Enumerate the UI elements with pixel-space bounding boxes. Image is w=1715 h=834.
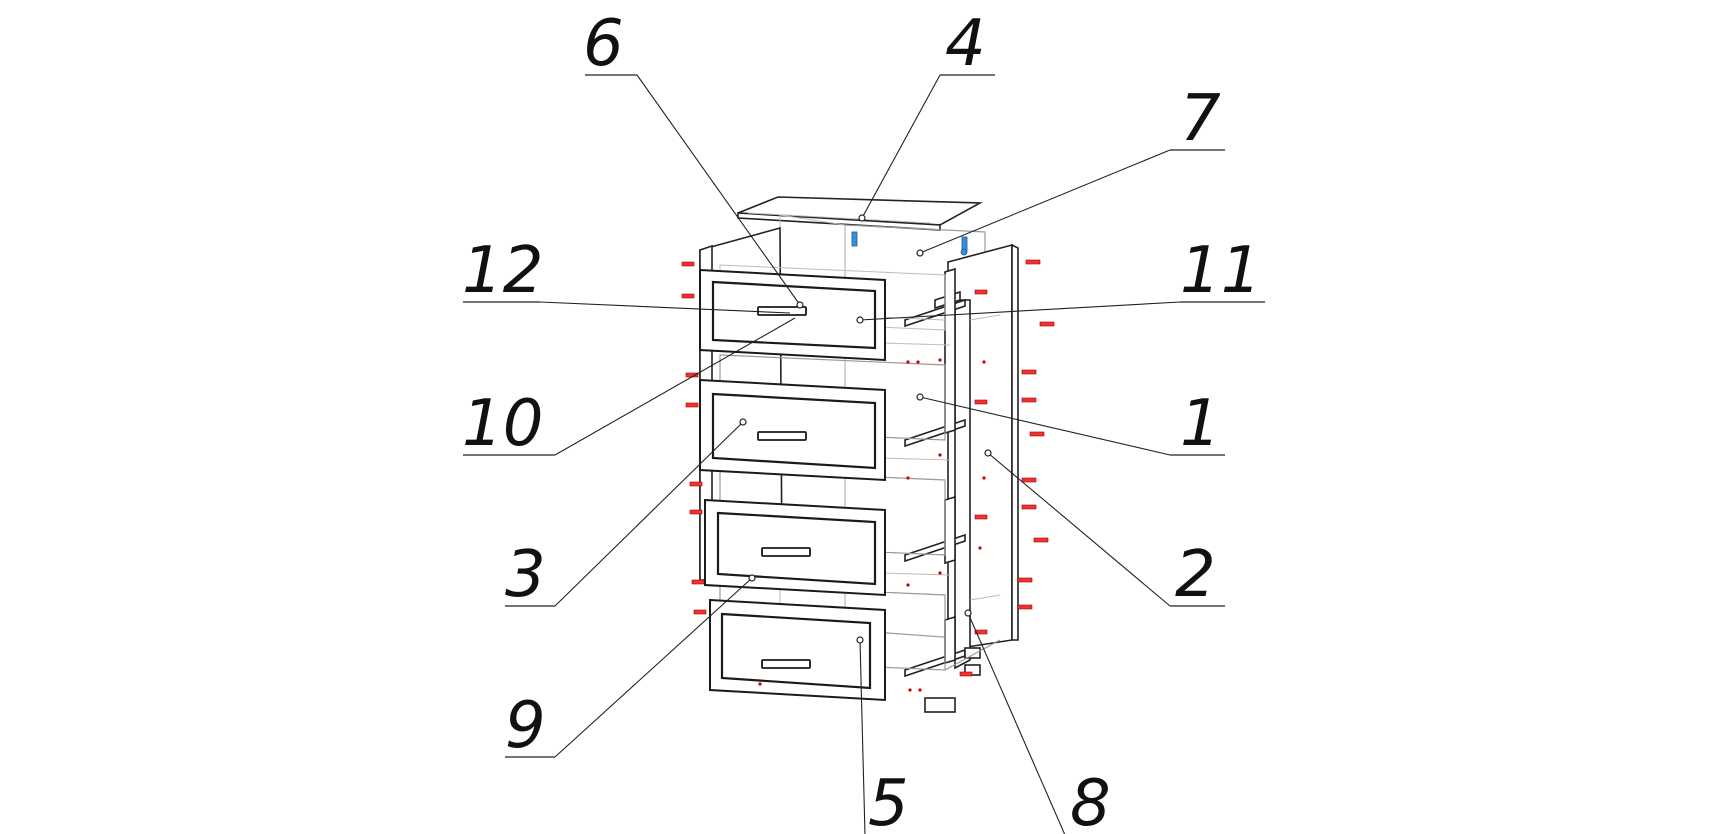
callout-10: 10: [462, 387, 543, 461]
callout-2: 2: [1175, 538, 1216, 612]
drawer-front-4: [709, 598, 886, 702]
callout-8: 8: [1070, 767, 1111, 834]
callout-6: 6: [583, 7, 624, 81]
drawer-front-1: [699, 268, 886, 362]
callout-7: 7: [1180, 82, 1221, 156]
callout-1: 1: [1180, 387, 1221, 461]
leader-lines: [463, 74, 1265, 834]
leader-anchors: [739, 214, 992, 644]
callout-12: 12: [462, 234, 543, 308]
base-fittings: [924, 639, 1001, 713]
callout-5: 5: [868, 767, 909, 834]
callout-4: 4: [945, 7, 986, 81]
dowels: [851, 231, 968, 256]
drawer-front-3: [704, 498, 886, 597]
fastener-dots: [758, 358, 986, 692]
drawer-front-2: [699, 378, 886, 482]
callout-9: 9: [505, 689, 546, 763]
chest-of-drawers-drawing: [681, 196, 1055, 713]
screws: [681, 259, 1055, 677]
right-side-panel: [947, 243, 1019, 670]
callout-3: 3: [505, 538, 546, 612]
callout-11: 11: [1180, 234, 1261, 308]
callout-numbers: 6 4 7 12 11 10 1 3 2 9 5 8: [462, 7, 1261, 834]
top-panel: [737, 196, 983, 231]
